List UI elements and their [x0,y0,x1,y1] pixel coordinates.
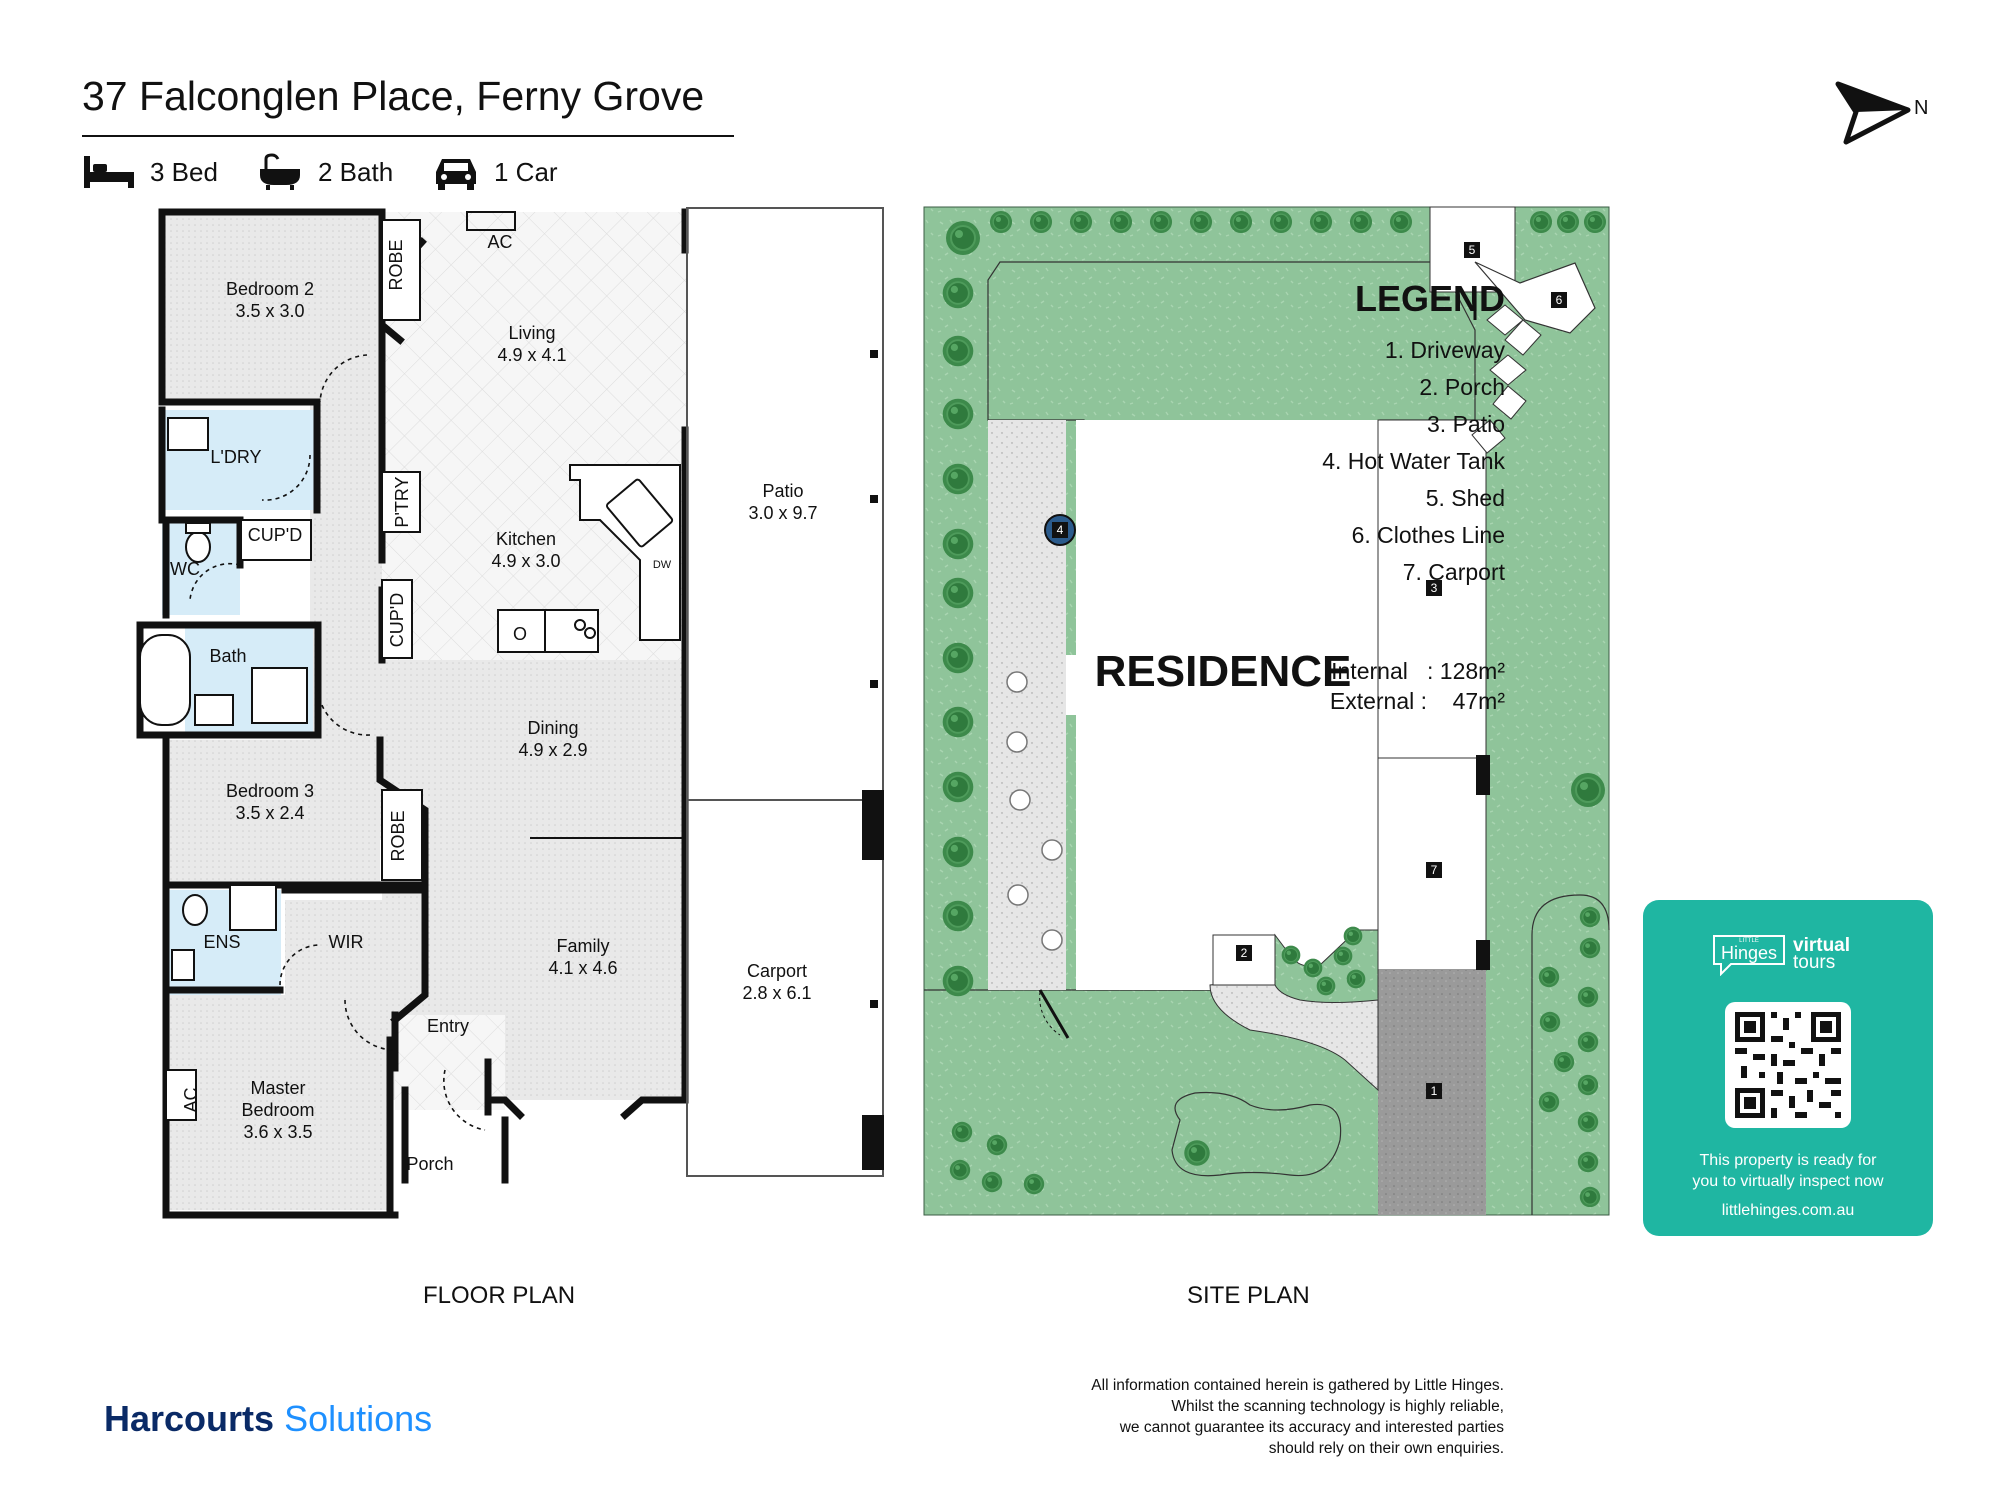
area-summary: Internal : 128m² External : 47m² [1330,656,1505,716]
marker-3: 3 [1431,581,1438,595]
room-bedroom3-size: 3.5 x 2.4 [235,803,304,823]
agency-sub: Solutions [284,1398,433,1439]
room-family-name: Family [557,936,610,956]
room-dining-name: Dining [527,718,578,738]
room-bedroom2-size: 3.5 x 3.0 [235,301,304,321]
site-plan: RESIDENCE 1 2 3 4 5 6 7 [923,206,1610,1216]
qr-code-icon [1735,1012,1841,1118]
legend-item: 1. Driveway [1384,337,1505,363]
car-icon [436,159,476,190]
room-master-name2: Bedroom [241,1100,314,1120]
brand-virtual: virtual [1793,935,1851,956]
marker-4: 4 [1057,523,1064,537]
page-title: 37 Falconglen Place, Ferny Grove [82,73,705,119]
site-markers: 1 2 3 4 5 6 7 [1052,242,1567,1099]
legend-list: 1. Driveway 2. Porch 3. Patio 4. Hot Wat… [1322,332,1505,591]
room-master-size: 3.6 x 3.5 [243,1122,312,1142]
disclaimer-line: Whilst the scanning technology is highly… [1171,1398,1504,1415]
room-kitchen-name: Kitchen [496,529,556,549]
little-hinges-logo: LITTLE Hinges virtual tours [1711,932,1850,976]
room-carport-size: 2.8 x 6.1 [742,983,811,1003]
agency-name: Harcourts [104,1398,275,1439]
title-underline [82,135,734,137]
legend-item: 3. Patio [1427,411,1505,437]
marker-2: 2 [1241,946,1248,960]
room-patio-name: Patio [762,481,803,501]
internal-label: Internal [1331,658,1408,684]
qr-code[interactable] [1725,1002,1851,1128]
legend-item: 2. Porch [1419,374,1505,400]
bed-icon [84,156,134,188]
disclaimer: All information contained herein is gath… [944,1375,1504,1459]
speech-bubble-icon: LITTLE Hinges [1713,935,1785,976]
bath-icon [260,153,300,190]
bed-count: 3 Bed [150,156,218,187]
label-laundry: L'DRY [210,447,261,467]
residence-label: RESIDENCE [1095,647,1352,696]
car-count: 1 Car [494,156,558,187]
label-cupd1: CUP'D [248,525,302,545]
virtual-tour-card[interactable]: LITTLE Hinges virtual tours [1643,900,1933,1236]
brand-name: Hinges [1721,943,1777,963]
room-living-size: 4.9 x 4.1 [497,345,566,365]
marker-7: 7 [1431,863,1438,877]
room-kitchen-size: 4.9 x 3.0 [491,551,560,571]
label-bath: Bath [209,646,246,666]
disclaimer-line: should rely on their own enquiries. [1268,1440,1504,1457]
north-arrow-icon: N [1835,81,1928,145]
room-family-size: 4.1 x 4.6 [548,958,617,978]
card-line1: This property is ready for [1699,1152,1877,1169]
site-plan-caption: SITE PLAN [1187,1282,1310,1309]
room-living-name: Living [508,323,555,343]
legend-item: 4. Hot Water Tank [1322,448,1505,474]
room-master-name1: Master [250,1078,305,1098]
label-pantry: P'TRY [392,476,412,527]
card-message: This property is ready for you to virtua… [1643,1150,1933,1192]
bath-feature: 2 Bath [256,152,393,192]
label-robe1: ROBE [386,239,406,290]
marker-5: 5 [1469,243,1476,257]
marker-1: 1 [1431,1084,1438,1098]
bed-feature: 3 Bed [82,152,218,192]
brand-tours: tours [1793,952,1836,973]
label-robe2: ROBE [388,810,408,861]
bath-count: 2 Bath [318,156,394,187]
agency-logo: Harcourts Solutions [104,1398,432,1440]
label-wc: WC [170,559,200,579]
room-patio-size: 3.0 x 9.7 [748,503,817,523]
label-entry: Entry [427,1016,469,1036]
legend-title: LEGEND [1354,278,1505,319]
label-wir: WIR [329,932,364,952]
room-bedroom3-name: Bedroom 3 [226,781,314,801]
label-ac2: AC [181,1087,201,1112]
brand-small: LITTLE [1739,938,1759,944]
disclaimer-line: we cannot guarantee its accuracy and int… [1119,1419,1504,1436]
car-feature: 1 Car [432,152,558,192]
north-label: N [1914,97,1928,119]
card-line2: you to virtually inspect now [1692,1173,1884,1190]
label-ens: ENS [203,932,240,952]
marker-6: 6 [1556,293,1563,307]
internal-value: : 128m² [1427,658,1505,684]
room-bedroom2-name: Bedroom 2 [226,279,314,299]
label-dw: DW [653,559,672,571]
room-carport-name: Carport [747,961,807,981]
room-dining-size: 4.9 x 2.9 [518,740,587,760]
floor-plan-caption: FLOOR PLAN [423,1282,576,1309]
legend-item: 5. Shed [1425,485,1505,511]
legend-item: 7. Carport [1402,559,1505,585]
label-ac1: AC [487,232,512,252]
label-oven: O [513,624,527,644]
label-porch: Porch [406,1154,453,1174]
label-cupd2: CUP'D [387,593,407,647]
floor-plan: Bedroom 2 3.5 x 3.0 Living 4.9 x 4.1 Kit… [136,207,887,1219]
external-value: 47m² [1452,688,1505,714]
north-arrow: N [1832,78,1932,153]
card-url-link[interactable]: littlehinges.com.au [1721,1202,1855,1219]
external-label: External : [1329,688,1428,714]
disclaimer-line: All information contained herein is gath… [1091,1377,1504,1394]
legend-item: 6. Clothes Line [1351,522,1505,548]
